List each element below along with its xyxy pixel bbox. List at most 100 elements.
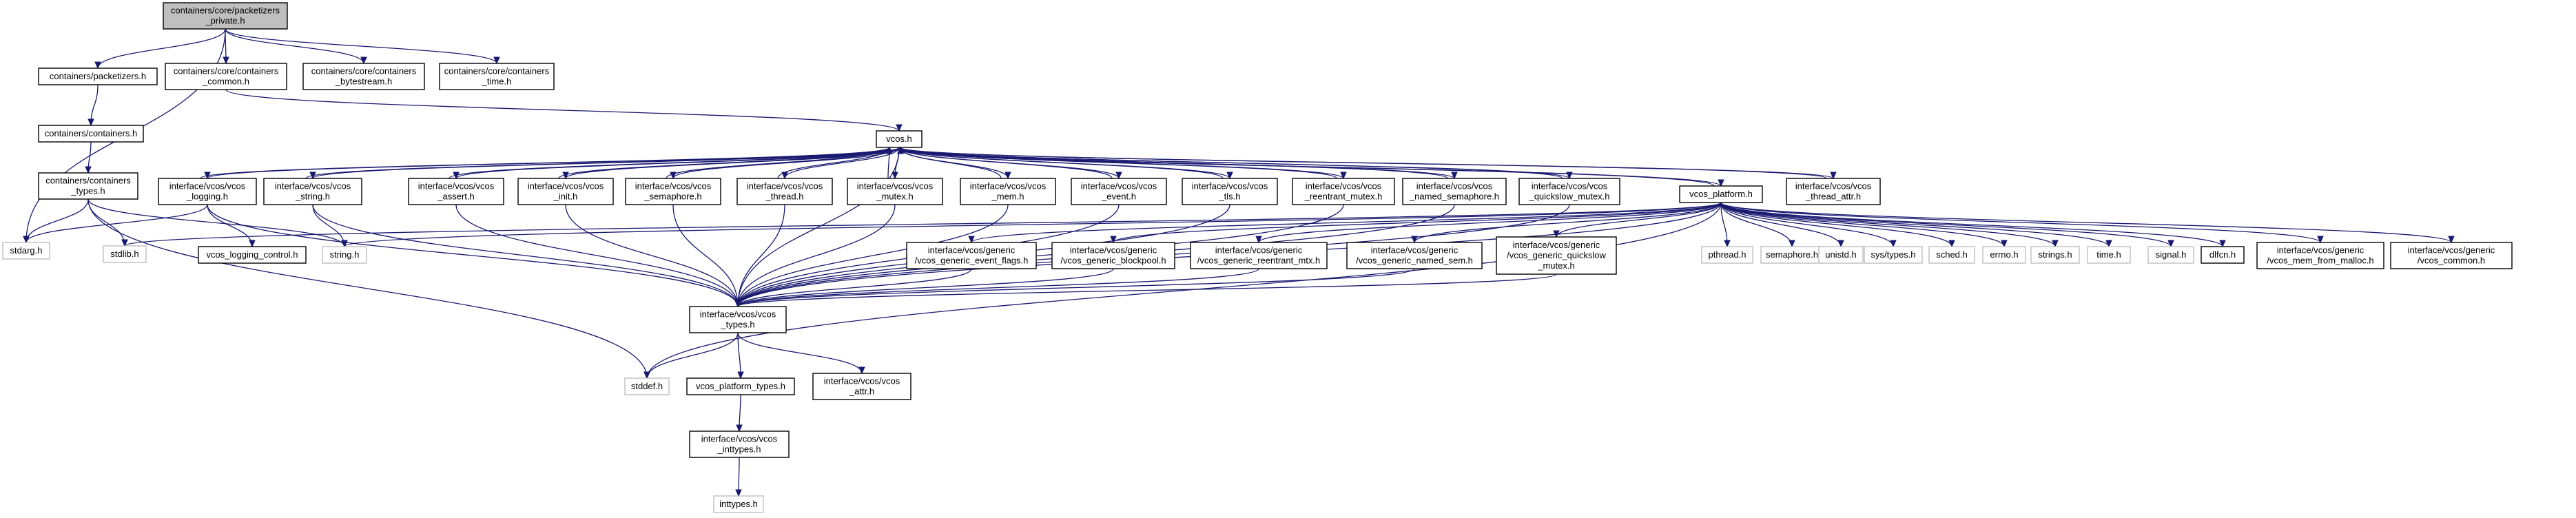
node-label: semaphore.h	[1766, 249, 1818, 260]
edge-ctypes-to-stdarg	[23, 198, 89, 244]
node-label: vcos.h	[886, 134, 912, 144]
node-vstring[interactable]: interface/vcos/vcos_string.h	[263, 178, 362, 205]
edge-platform-to-sched	[1720, 202, 1955, 248]
node-label: interface/vcos/generic	[2408, 245, 2495, 256]
node-label: containers/core/containers	[174, 66, 279, 76]
node-plat-types[interactable]: vcos_platform_types.h	[686, 377, 795, 395]
node-label: interface/vcos/generic	[1215, 245, 1303, 256]
node-errno: errno.h	[1982, 246, 2026, 264]
node-label: _semaphore.h	[643, 191, 701, 202]
node-label: interface/vcos/vcos	[700, 309, 776, 320]
edge-logging-to-logctl	[207, 204, 256, 248]
node-label: inttypes.h	[719, 499, 758, 509]
node-thread-attr[interactable]: interface/vcos/vcos_thread_attr.h	[1786, 178, 1881, 205]
node-assert[interactable]: interface/vcos/vcos_assert.h	[408, 178, 504, 205]
edge-vstring-to-vcos	[305, 146, 893, 179]
node-init[interactable]: interface/vcos/vcos_init.h	[517, 178, 614, 205]
node-event[interactable]: interface/vcos/vcos_event.h	[1071, 178, 1167, 205]
node-label: sys/types.h	[1871, 249, 1915, 260]
node-g-reentrant[interactable]: interface/vcos/generic/vcos_generic_reen…	[1190, 242, 1328, 269]
node-label: _assert.h	[437, 191, 474, 202]
node-label: strings.h	[2038, 249, 2072, 260]
edge-inttypes_v-to-inttypes	[735, 457, 742, 497]
node-reentrant[interactable]: interface/vcos/vcos_reentrant_mutex.h	[1292, 178, 1395, 205]
node-label: _common.h	[202, 76, 249, 87]
node-label: containers/core/containers	[444, 66, 550, 76]
node-systypes: sys/types.h	[1864, 246, 1923, 264]
node-label: interface/vcos/vcos	[635, 181, 712, 191]
node-label: _quickslow_mutex.h	[1528, 191, 1609, 202]
edge-assert-to-vtypes	[455, 204, 741, 308]
node-vtypes[interactable]: interface/vcos/vcos_types.h	[689, 306, 787, 333]
node-cc-bytestream[interactable]: containers/core/containers_bytestream.h	[302, 63, 425, 90]
node-label: interface/vcos/vcos	[824, 376, 900, 386]
edge-semaphore-to-vtypes	[672, 204, 741, 308]
edge-platform-to-pthread	[1720, 202, 1731, 248]
node-label: _mutex.h	[1537, 260, 1574, 271]
node-quickslow[interactable]: interface/vcos/vcos_quickslow_mutex.h	[1518, 178, 1620, 205]
node-label: pthread.h	[1709, 249, 1746, 260]
node-label: _thread.h	[765, 191, 804, 202]
node-named-sem[interactable]: interface/vcos/vcos_named_semaphore.h	[1402, 178, 1507, 205]
node-logctl[interactable]: vcos_logging_control.h	[198, 246, 307, 264]
node-logging[interactable]: interface/vcos/vcos_logging.h	[158, 178, 257, 205]
node-strings: strings.h	[2030, 246, 2080, 264]
node-label: vcos_platform_types.h	[696, 381, 785, 391]
node-mutex[interactable]: interface/vcos/vcos_mutex.h	[847, 178, 943, 205]
node-mem[interactable]: interface/vcos/vcos_mem.h	[960, 178, 1056, 205]
node-label: /vcos_common.h	[2418, 256, 2485, 266]
node-label: interface/vcos/generic	[1513, 240, 1600, 250]
edge-init-to-vtypes	[565, 204, 741, 308]
node-thread[interactable]: interface/vcos/vcos_thread.h	[736, 178, 833, 205]
node-label: interface/vcos/vcos	[701, 434, 778, 444]
node-label: errno.h	[1990, 249, 2018, 260]
node-label: sched.h	[1936, 249, 1968, 260]
edge-vtypes-to-plat_types	[737, 332, 744, 380]
edge-platform-to-strings	[1720, 202, 2059, 248]
node-label: _tls.h	[1218, 191, 1240, 202]
edge-platform-to-stringh	[341, 202, 1722, 248]
node-g-common[interactable]: interface/vcos/generic/vcos_common.h	[2390, 242, 2513, 269]
node-vcos[interactable]: vcos.h	[876, 130, 923, 148]
node-attr[interactable]: interface/vcos/vcos_attr.h	[812, 373, 911, 400]
edge-platform-to-g_named_sem	[1411, 202, 1722, 244]
node-label: interface/vcos/vcos	[1532, 181, 1608, 191]
edge-root-to-cc_common	[223, 28, 229, 65]
node-unistd: unistd.h	[1818, 246, 1864, 264]
node-label: _logging.h	[186, 191, 228, 202]
node-layer: containers/core/packetizers_private.hstd…	[2, 2, 2513, 513]
node-cc-time[interactable]: containers/core/containers_time.h	[439, 63, 555, 90]
node-label: dlfcn.h	[2209, 249, 2236, 260]
node-semaphore[interactable]: interface/vcos/vcos_semaphore.h	[625, 178, 721, 205]
node-label: _thread_attr.h	[1805, 191, 1861, 202]
node-ctypes[interactable]: containers/containers_types.h	[38, 172, 138, 200]
node-platform[interactable]: vcos_platform.h	[1679, 185, 1763, 203]
edge-platform-to-stdlib	[121, 202, 1722, 247]
node-label: interface/vcos/vcos	[1416, 181, 1493, 191]
node-g-mem-malloc[interactable]: interface/vcos/generic/vcos_mem_from_mal…	[2256, 242, 2384, 269]
node-semaphoreh: semaphore.h	[1760, 246, 1824, 264]
node-g-event-flags[interactable]: interface/vcos/generic/vcos_generic_even…	[906, 242, 1037, 269]
node-packetizers[interactable]: containers/packetizers.h	[38, 68, 158, 85]
node-g-named-sem[interactable]: interface/vcos/generic/vcos_generic_name…	[1346, 242, 1483, 269]
edge-layer	[23, 28, 2455, 497]
node-tls[interactable]: interface/vcos/vcos_tls.h	[1182, 178, 1278, 205]
node-inttypes-v[interactable]: interface/vcos/vcos_inttypes.h	[689, 431, 790, 458]
node-label: interface/vcos/generic	[1070, 245, 1157, 256]
node-pthread: pthread.h	[1701, 246, 1753, 264]
node-g-quickslow[interactable]: interface/vcos/generic/vcos_generic_quic…	[1496, 236, 1617, 275]
node-stddef: stddef.h	[624, 377, 670, 395]
node-cc-common[interactable]: containers/core/containers_common.h	[165, 63, 287, 90]
node-containers[interactable]: containers/containers.h	[38, 125, 144, 143]
node-g-blockpool[interactable]: interface/vcos/generic/vcos_generic_bloc…	[1051, 242, 1175, 269]
node-label: interface/vcos/vcos	[169, 181, 246, 191]
edge-platform-to-semaphoreh	[1720, 202, 1795, 248]
edge-platform-to-g_common	[1720, 202, 2455, 244]
node-label: interface/vcos/vcos	[275, 181, 351, 191]
node-label: _bytestream.h	[335, 76, 392, 87]
node-label: _named_semaphore.h	[1409, 191, 1499, 202]
node-dlfcn[interactable]: dlfcn.h	[2201, 246, 2245, 264]
node-label: stdarg.h	[10, 245, 43, 256]
node-label: interface/vcos/vcos	[747, 181, 823, 191]
node-root[interactable]: containers/core/packetizers_private.h	[163, 2, 288, 30]
